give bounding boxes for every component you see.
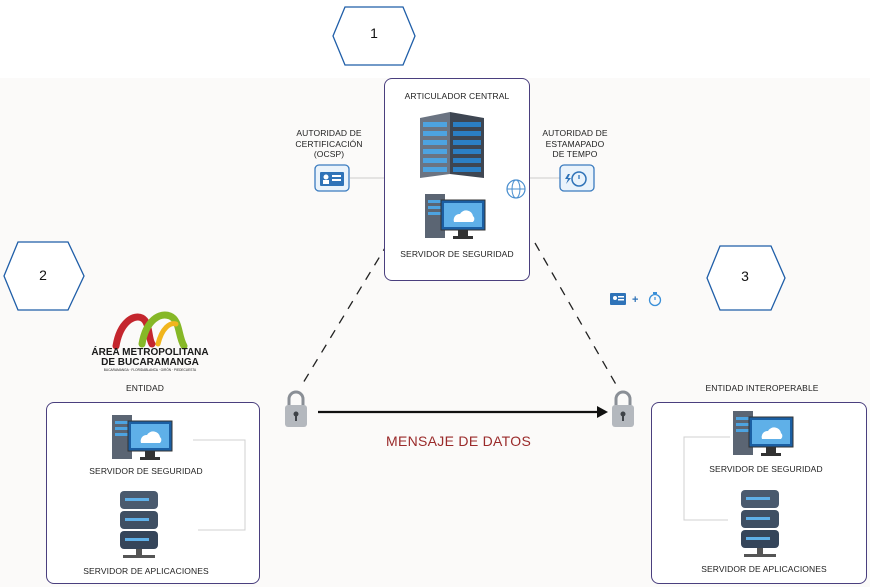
step-hexagon-1 (332, 6, 416, 66)
step-hexagon-3 (706, 245, 786, 311)
server-rack-icon (420, 112, 484, 178)
ocsp-label-line2: CERTIFICACIÓN (295, 138, 363, 149)
amb-logo-icon (112, 311, 188, 350)
data-message-label: MENSAJE DE DATOS (386, 433, 532, 449)
left-security-server-label: SERVIDOR DE SEGURIDAD (89, 466, 203, 476)
right-security-server-icon (733, 411, 794, 456)
right-app-server-icon (741, 490, 779, 557)
right-entity-label: ENTIDAD INTEROPERABLE (705, 383, 819, 393)
logo-line-2: DE BUCARAMANGA (101, 357, 199, 368)
tsa-label-line3: DE TEMPO (552, 149, 598, 160)
tsa-label-line2: ESTAMAPADO (545, 138, 605, 149)
ocsp-label-line3: (OCSP) (313, 149, 345, 160)
left-app-server-label: SERVIDOR DE APLICACIONES (83, 566, 209, 576)
security-server-icon (425, 194, 486, 239)
step-number-1: 1 (370, 25, 378, 41)
svg-text:+: + (632, 294, 638, 306)
central-security-server-label: SERVIDOR DE SEGURIDAD (400, 249, 514, 259)
right-security-server-label: SERVIDOR DE SEGURIDAD (709, 464, 823, 474)
ocsp-label: AUTORIDAD DE CERTIFICACIÓN (OCSP) (290, 128, 368, 160)
logo-line-1: ÁREA METROPOLITANA (91, 347, 209, 358)
central-title: ARTICULADOR CENTRAL (404, 91, 510, 101)
left-lock-icon (285, 390, 307, 427)
central-articulator-box (384, 78, 530, 281)
ocsp-label-line1: AUTORIDAD DE (296, 128, 362, 138)
left-app-server-icon (120, 491, 158, 558)
dashed-line-right (534, 242, 619, 389)
step-hexagon-2 (3, 241, 85, 311)
globe-icon (506, 179, 526, 199)
left-security-server-icon (112, 415, 173, 460)
id-plus-timer-icon: + (610, 292, 662, 307)
step-number-2: 2 (39, 267, 47, 283)
tsa-label-line1: AUTORIDAD DE (542, 128, 608, 138)
step-number-3: 3 (741, 268, 749, 284)
message-arrow-head (597, 406, 608, 418)
id-card-icon (314, 164, 350, 192)
tsa-label: AUTORIDAD DE ESTAMAPADO DE TEMPO (537, 128, 613, 160)
right-lock-icon (612, 390, 634, 427)
dashed-line-left (299, 242, 389, 389)
right-app-server-label: SERVIDOR DE APLICACIONES (701, 564, 827, 574)
timestamp-icon (559, 164, 595, 192)
left-entity-label: ENTIDAD (125, 383, 164, 393)
logo-line-3: BUCARAMANGA · FLORIDABLANCA · GIRÓN · PI… (103, 368, 197, 372)
